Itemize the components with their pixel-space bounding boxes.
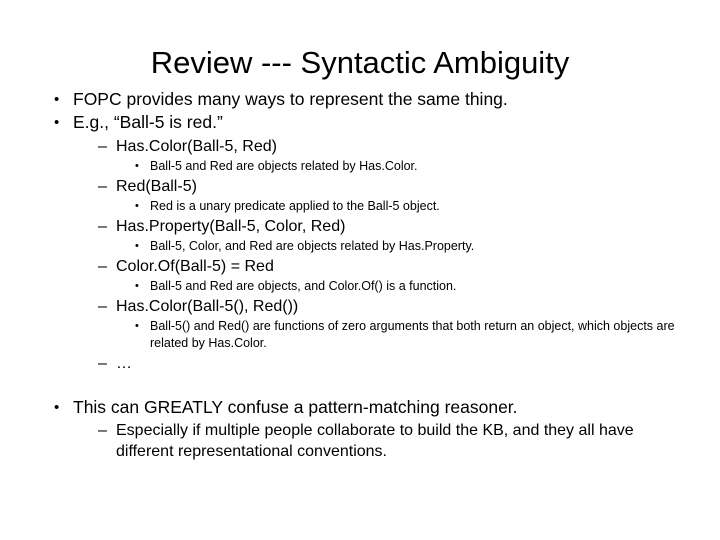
page-title: Review --- Syntactic Ambiguity (150, 45, 570, 80)
bullet-item: – Especially if multiple people collabor… (40, 420, 686, 462)
bullet-item: – Has.Property(Ball-5, Color, Red) (40, 216, 686, 237)
bullet-item: • Ball-5, Color, and Red are objects rel… (40, 238, 686, 255)
bullet-item: • Ball-5 and Red are objects, and Color.… (40, 278, 686, 295)
bullet-marker: • (135, 240, 139, 252)
bullet-item: • This can GREATLY confuse a pattern-mat… (40, 397, 686, 419)
bullet-marker: • (135, 200, 139, 212)
bullet-item: – Color.Of(Ball-5) = Red (40, 256, 686, 277)
bullet-item: • Ball-5() and Red() are functions of ze… (40, 318, 686, 352)
bullet-item: • Ball-5 and Red are objects related by … (40, 158, 686, 175)
slide-body: • FOPC provides many ways to represent t… (40, 89, 686, 463)
bullet-marker: – (98, 258, 107, 275)
bullet-marker: – (98, 138, 107, 155)
bullet-marker: – (98, 218, 107, 235)
bullet-text: Red(Ball-5) (116, 178, 197, 195)
bullet-text: … (116, 355, 132, 372)
bullet-item: – Has.Color(Ball-5, Red) (40, 136, 686, 157)
bullet-text: Red is a unary predicate applied to the … (150, 199, 440, 213)
bullet-marker: – (98, 298, 107, 315)
bullet-text: Has.Color(Ball-5, Red) (116, 138, 277, 155)
bullet-text: FOPC provides many ways to represent the… (73, 89, 508, 109)
bullet-text: Has.Color(Ball-5(), Red()) (116, 298, 299, 315)
bullet-text: Ball-5() and Red() are functions of zero… (150, 319, 679, 350)
bullet-item: – Has.Color(Ball-5(), Red()) (40, 296, 686, 317)
bullet-text: E.g., “Ball-5 is red.” (73, 111, 223, 132)
bullet-item: – Red(Ball-5) (40, 176, 686, 197)
bullet-item: • E.g., “Ball-5 is red.” (40, 112, 686, 134)
bullet-item: • FOPC provides many ways to represent t… (40, 89, 686, 111)
bullet-marker: – (98, 421, 107, 439)
bullet-marker: • (54, 113, 60, 131)
bullet-text: Has.Property(Ball-5, Color, Red) (116, 218, 346, 235)
bullet-marker: • (135, 160, 139, 172)
bullet-item: – … (40, 353, 686, 374)
bullet-text: This can GREATLY confuse a pattern-match… (73, 397, 518, 417)
bullet-item: • Red is a unary predicate applied to th… (40, 198, 686, 215)
bullet-text: Ball-5 and Red are objects, and Color.Of… (150, 279, 457, 293)
bullet-text: Color.Of(Ball-5) = Red (116, 258, 274, 275)
bullet-marker: • (135, 320, 139, 332)
bullet-text: Especially if multiple people collaborat… (116, 421, 639, 460)
bullet-marker: • (54, 91, 60, 108)
bullet-text: Ball-5, Color, and Red are objects relat… (150, 239, 475, 253)
spacer (40, 375, 686, 397)
bullet-marker: • (135, 280, 139, 292)
bullet-marker: – (98, 355, 107, 372)
bullet-text: Ball-5 and Red are objects related by Ha… (150, 159, 418, 173)
bullet-marker: • (54, 399, 60, 416)
bullet-marker: – (98, 178, 107, 195)
